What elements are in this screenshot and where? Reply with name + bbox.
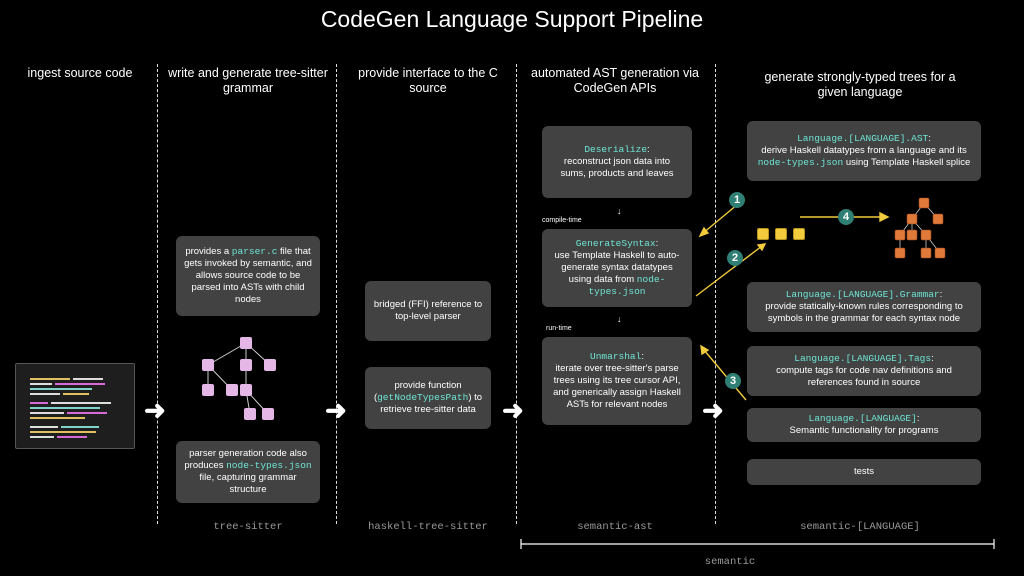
col2-heading: write and generate tree-sitter grammar xyxy=(168,66,328,95)
step-3-badge: 3 xyxy=(725,373,741,389)
arrow-3-icon: ➜ xyxy=(502,395,524,425)
separator-1 xyxy=(157,64,158,524)
deserialize-box: Deserialize: reconstruct json data into … xyxy=(542,126,692,198)
step-4-badge: 4 xyxy=(838,209,854,225)
compile-time-label: compile-time xyxy=(542,217,582,224)
separator-2 xyxy=(336,64,337,524)
arrow-4-icon: ➜ xyxy=(702,395,724,425)
parser-c-box: provides a parser.c file that gets invok… xyxy=(176,236,320,316)
tests-box: tests xyxy=(747,459,981,485)
arrow-1-icon: ➜ xyxy=(144,395,166,425)
language-tags-box: Language.[LANGUAGE].Tags: compute tags f… xyxy=(747,346,981,396)
tree-diagram-icon xyxy=(202,337,276,420)
generate-syntax-box: GenerateSyntax: use Template Haskell to … xyxy=(542,229,692,307)
down-arrow-2-icon: ↓ xyxy=(617,314,622,324)
token-square-2 xyxy=(775,228,787,240)
semantic-label: semantic xyxy=(704,556,756,568)
ffi-box: bridged (FFI) reference to top-level par… xyxy=(365,281,491,341)
col5-heading: generate strongly-typed trees for a give… xyxy=(764,70,956,99)
connector-lines xyxy=(695,203,890,401)
run-time-label: run-time xyxy=(546,325,572,332)
step-2-badge: 2 xyxy=(727,250,743,266)
token-square-1 xyxy=(757,228,769,240)
arrow-2-icon: ➜ xyxy=(325,395,347,425)
source-code-icon xyxy=(15,363,135,449)
separator-3 xyxy=(516,64,517,524)
language-box: Language.[LANGUAGE]: Semantic functional… xyxy=(747,408,981,442)
unmarshal-box: Unmarshal: iterate over tree-sitter's pa… xyxy=(542,337,692,425)
col4-heading: automated AST generation via CodeGen API… xyxy=(531,66,699,95)
language-grammar-box: Language.[LANGUAGE].Grammar: provide sta… xyxy=(747,282,981,332)
getnodetypes-box: provide function (getNodeTypesPath) to r… xyxy=(365,367,491,429)
typed-tree-icon xyxy=(894,197,946,259)
separator-4 xyxy=(715,64,716,524)
semantic-bracket xyxy=(520,539,995,549)
page-title: CodeGen Language Support Pipeline xyxy=(320,6,704,32)
pkg-haskell-tree-sitter: haskell-tree-sitter xyxy=(368,521,488,533)
pkg-semantic-language: semantic-[LANGUAGE] xyxy=(800,521,920,533)
step-1-badge: 1 xyxy=(729,192,745,208)
pkg-tree-sitter: tree-sitter xyxy=(213,521,283,533)
pkg-semantic-ast: semantic-ast xyxy=(577,521,653,533)
col1-heading: ingest source code xyxy=(27,66,133,80)
down-arrow-1-icon: ↓ xyxy=(617,206,622,216)
col3-heading: provide interface to the C source xyxy=(358,66,498,95)
node-types-box: parser generation code also produces nod… xyxy=(176,441,320,503)
token-square-3 xyxy=(793,228,805,240)
language-ast-box: Language.[LANGUAGE].AST: derive Haskell … xyxy=(747,121,981,181)
